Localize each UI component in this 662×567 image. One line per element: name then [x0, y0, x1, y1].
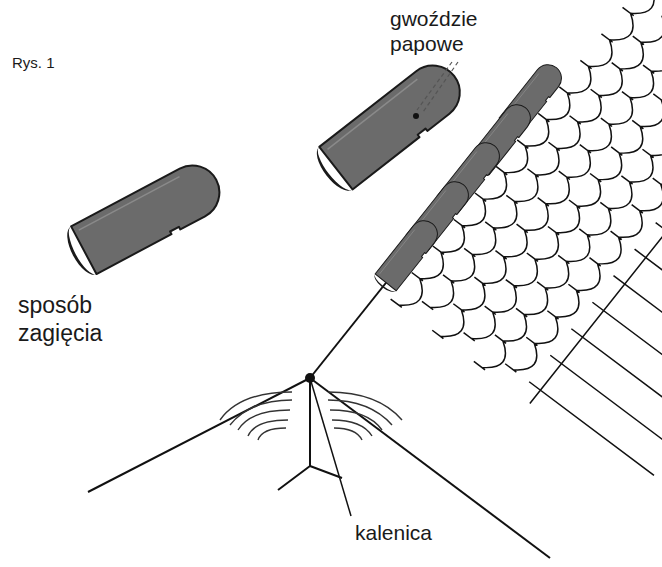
right-rake [310, 378, 550, 558]
gable-post [278, 378, 342, 490]
nailed-cap [310, 55, 471, 197]
ridge-leader [310, 378, 351, 516]
shingle-scallops [391, 0, 662, 391]
nail-leader [417, 62, 458, 112]
roof-lines [88, 269, 550, 558]
part-label: gwoździe papowe [390, 6, 510, 56]
ridge-cap [371, 215, 443, 295]
figure-number: Rys. 1 [12, 54, 102, 72]
nail-dot [413, 113, 419, 119]
wind-curls [220, 392, 402, 440]
shingle-strips [519, 77, 662, 489]
part-label: sposób zagięcia [18, 292, 138, 347]
bent-cap [61, 156, 229, 280]
ridge-line [310, 269, 397, 378]
part-label: kalenica [355, 520, 485, 545]
left-rake [88, 378, 310, 492]
